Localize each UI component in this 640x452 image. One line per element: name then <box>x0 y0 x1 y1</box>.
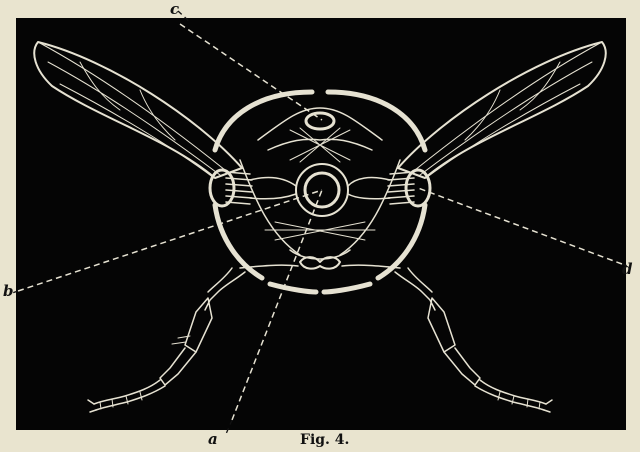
label-b: b <box>3 284 14 299</box>
figure-caption: Fig. 4. <box>300 433 349 447</box>
label-a: a <box>208 432 218 447</box>
label-c: c <box>170 2 179 17</box>
black-plate <box>16 18 626 430</box>
label-d: d <box>622 262 633 277</box>
